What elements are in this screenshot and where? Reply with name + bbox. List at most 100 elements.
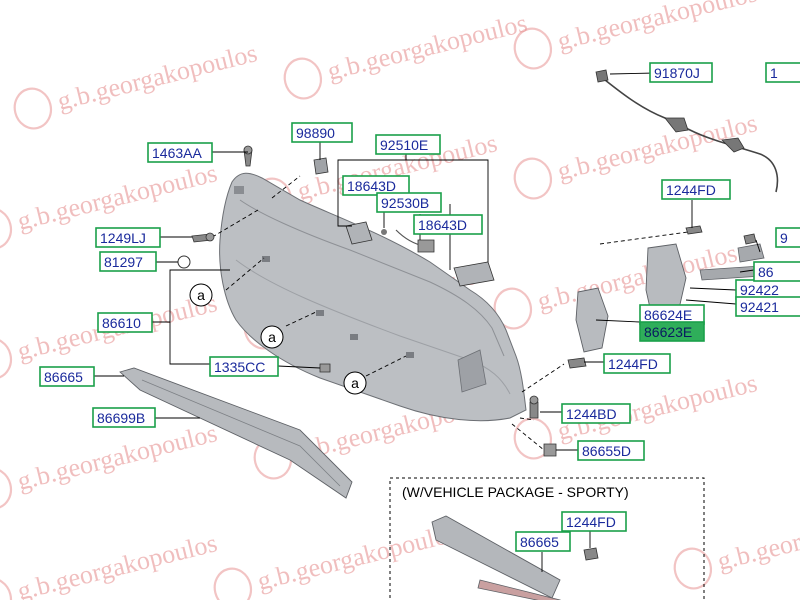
part-label-98890[interactable]: 98890 [291,122,353,143]
part-label-86610[interactable]: 86610 [97,312,153,333]
part-number-text: 1244FD [566,514,616,530]
watermark-text: g.b.georgakopoulos [554,0,760,56]
part-label-box[interactable] [99,251,157,272]
part-label-1244fd-a[interactable]: 1244FD [661,179,731,200]
part-number-text: 92422 [740,282,779,298]
part-label-91870j[interactable]: 91870J [649,62,713,83]
part-number-text: 1244FD [666,182,716,198]
part-label-1335cc[interactable]: 1335CC [209,356,279,377]
part-label-1244fd-c[interactable]: 1244FD [561,511,627,532]
part-number-text: 81297 [104,254,143,270]
watermark: g.b.georgakopoulos [13,38,260,130]
part-label-box[interactable] [375,134,441,155]
watermark-text: g.b.georgakopoulos [14,418,220,496]
part-number-text: 98890 [296,125,335,141]
part-label-box[interactable] [577,440,645,461]
part-label-1244fd-b[interactable]: 1244FD [603,353,671,374]
watermark: g.b.georgakopoulos [0,528,220,600]
part-number-text: 86610 [102,315,141,331]
sporty-package-inset: (W/VEHICLE PACKAGE - SPORTY) [389,477,705,600]
part-label-18643d-a[interactable]: 18643D [342,175,410,196]
part-label-box[interactable] [765,62,800,83]
watermark-logo-icon [513,27,553,70]
part-number-text: 86655D [582,443,631,459]
part-label-86623e[interactable]: 86623E [639,321,705,342]
ref-marker-1-label: a [197,287,205,303]
part-label-box[interactable] [92,407,156,428]
part-label-86655d[interactable]: 86655D [577,440,645,461]
part-number-text: 1 [770,65,778,81]
watermark-logo-icon [0,467,13,510]
part-label-86665-a[interactable]: 86665 [39,366,95,387]
part-label-86624e[interactable]: 86624E [639,304,705,325]
watermark-logo-icon [0,577,13,600]
ref-marker-2: a [260,325,284,349]
part-label-box[interactable] [291,122,353,143]
part-label-edge-9[interactable]: 9 [775,227,800,248]
part-number-text: 18643D [418,217,467,233]
part-label-1463aa[interactable]: 1463AA [147,142,213,163]
part-label-1249lj[interactable]: 1249LJ [95,227,161,248]
part-label-92530b[interactable]: 92530B [376,192,442,213]
part-number-text: 86623E [644,324,692,340]
part-number-text: 92530B [381,195,429,211]
part-number-text: 1335CC [214,359,265,375]
wiring-harness [595,69,779,193]
part-label-18643d-b[interactable]: 18643D [413,214,483,235]
part-label-edge-top[interactable]: 1 [765,62,800,83]
watermark-logo-icon [283,57,323,100]
part-label-81297[interactable]: 81297 [99,251,157,272]
part-label-box[interactable] [39,366,95,387]
watermark-logo-icon [213,567,253,600]
watermark: g.b.georgakopoulos [213,518,460,600]
rear-bumper [219,172,527,422]
part-label-box[interactable] [561,511,627,532]
part-label-box[interactable] [639,321,705,342]
part-label-92510e[interactable]: 92510E [375,134,441,155]
ref-marker-3: a [343,371,367,395]
part-label-box[interactable] [735,296,800,317]
part-label-box[interactable] [97,312,153,333]
part-number-text: 1463AA [152,145,202,161]
part-label-86665-b[interactable]: 86665 [515,531,571,552]
part-label-1244bd[interactable]: 1244BD [561,403,631,424]
part-label-box[interactable] [753,261,800,282]
part-label-box[interactable] [376,192,442,213]
part-label-box[interactable] [561,403,631,424]
watermark-text: g.b.georgakopoulos [14,158,220,236]
part-label-92422[interactable]: 92422 [735,279,800,300]
part-label-edge-86[interactable]: 86 [753,261,800,282]
part-label-box[interactable] [413,214,483,235]
part-label-box[interactable] [649,62,713,83]
watermark: g.b.georgakopoulos [0,418,220,510]
watermark-text: g.b.georgakopoulos [54,38,260,116]
watermark-logo-icon [13,87,53,130]
part-label-86699b[interactable]: 86699B [92,407,156,428]
watermark-text: g.b.georgakopoulos [254,518,460,596]
part-label-box[interactable] [147,142,213,163]
part-number-text: 86624E [644,307,692,323]
watermark-logo-icon [0,207,13,250]
watermark: g.b.georgakopoulos [513,0,760,70]
part-number-text: 91870J [654,65,700,81]
part-label-box[interactable] [95,227,161,248]
part-label-box[interactable] [515,531,571,552]
part-label-box[interactable] [661,179,731,200]
part-label-92421[interactable]: 92421 [735,296,800,317]
ref-marker-3-label: a [351,375,359,391]
watermark-text: g.b.georgakopoulos [14,528,220,600]
part-label-box[interactable] [342,175,410,196]
part-number-text: 1244FD [608,356,658,372]
part-label-box[interactable] [775,227,800,248]
part-label-box[interactable] [603,353,671,374]
watermark-logo-icon [0,337,13,380]
watermark: g.b.georgakopoulos [283,8,530,100]
part-label-box[interactable] [209,356,279,377]
watermark: g.b.georgakopoulos [0,288,220,380]
part-number-text: 92510E [380,137,428,153]
watermark-text: g.b.georgakopoulos [714,498,800,576]
part-number-text: 86665 [44,369,83,385]
watermark-logo-icon [673,547,713,590]
